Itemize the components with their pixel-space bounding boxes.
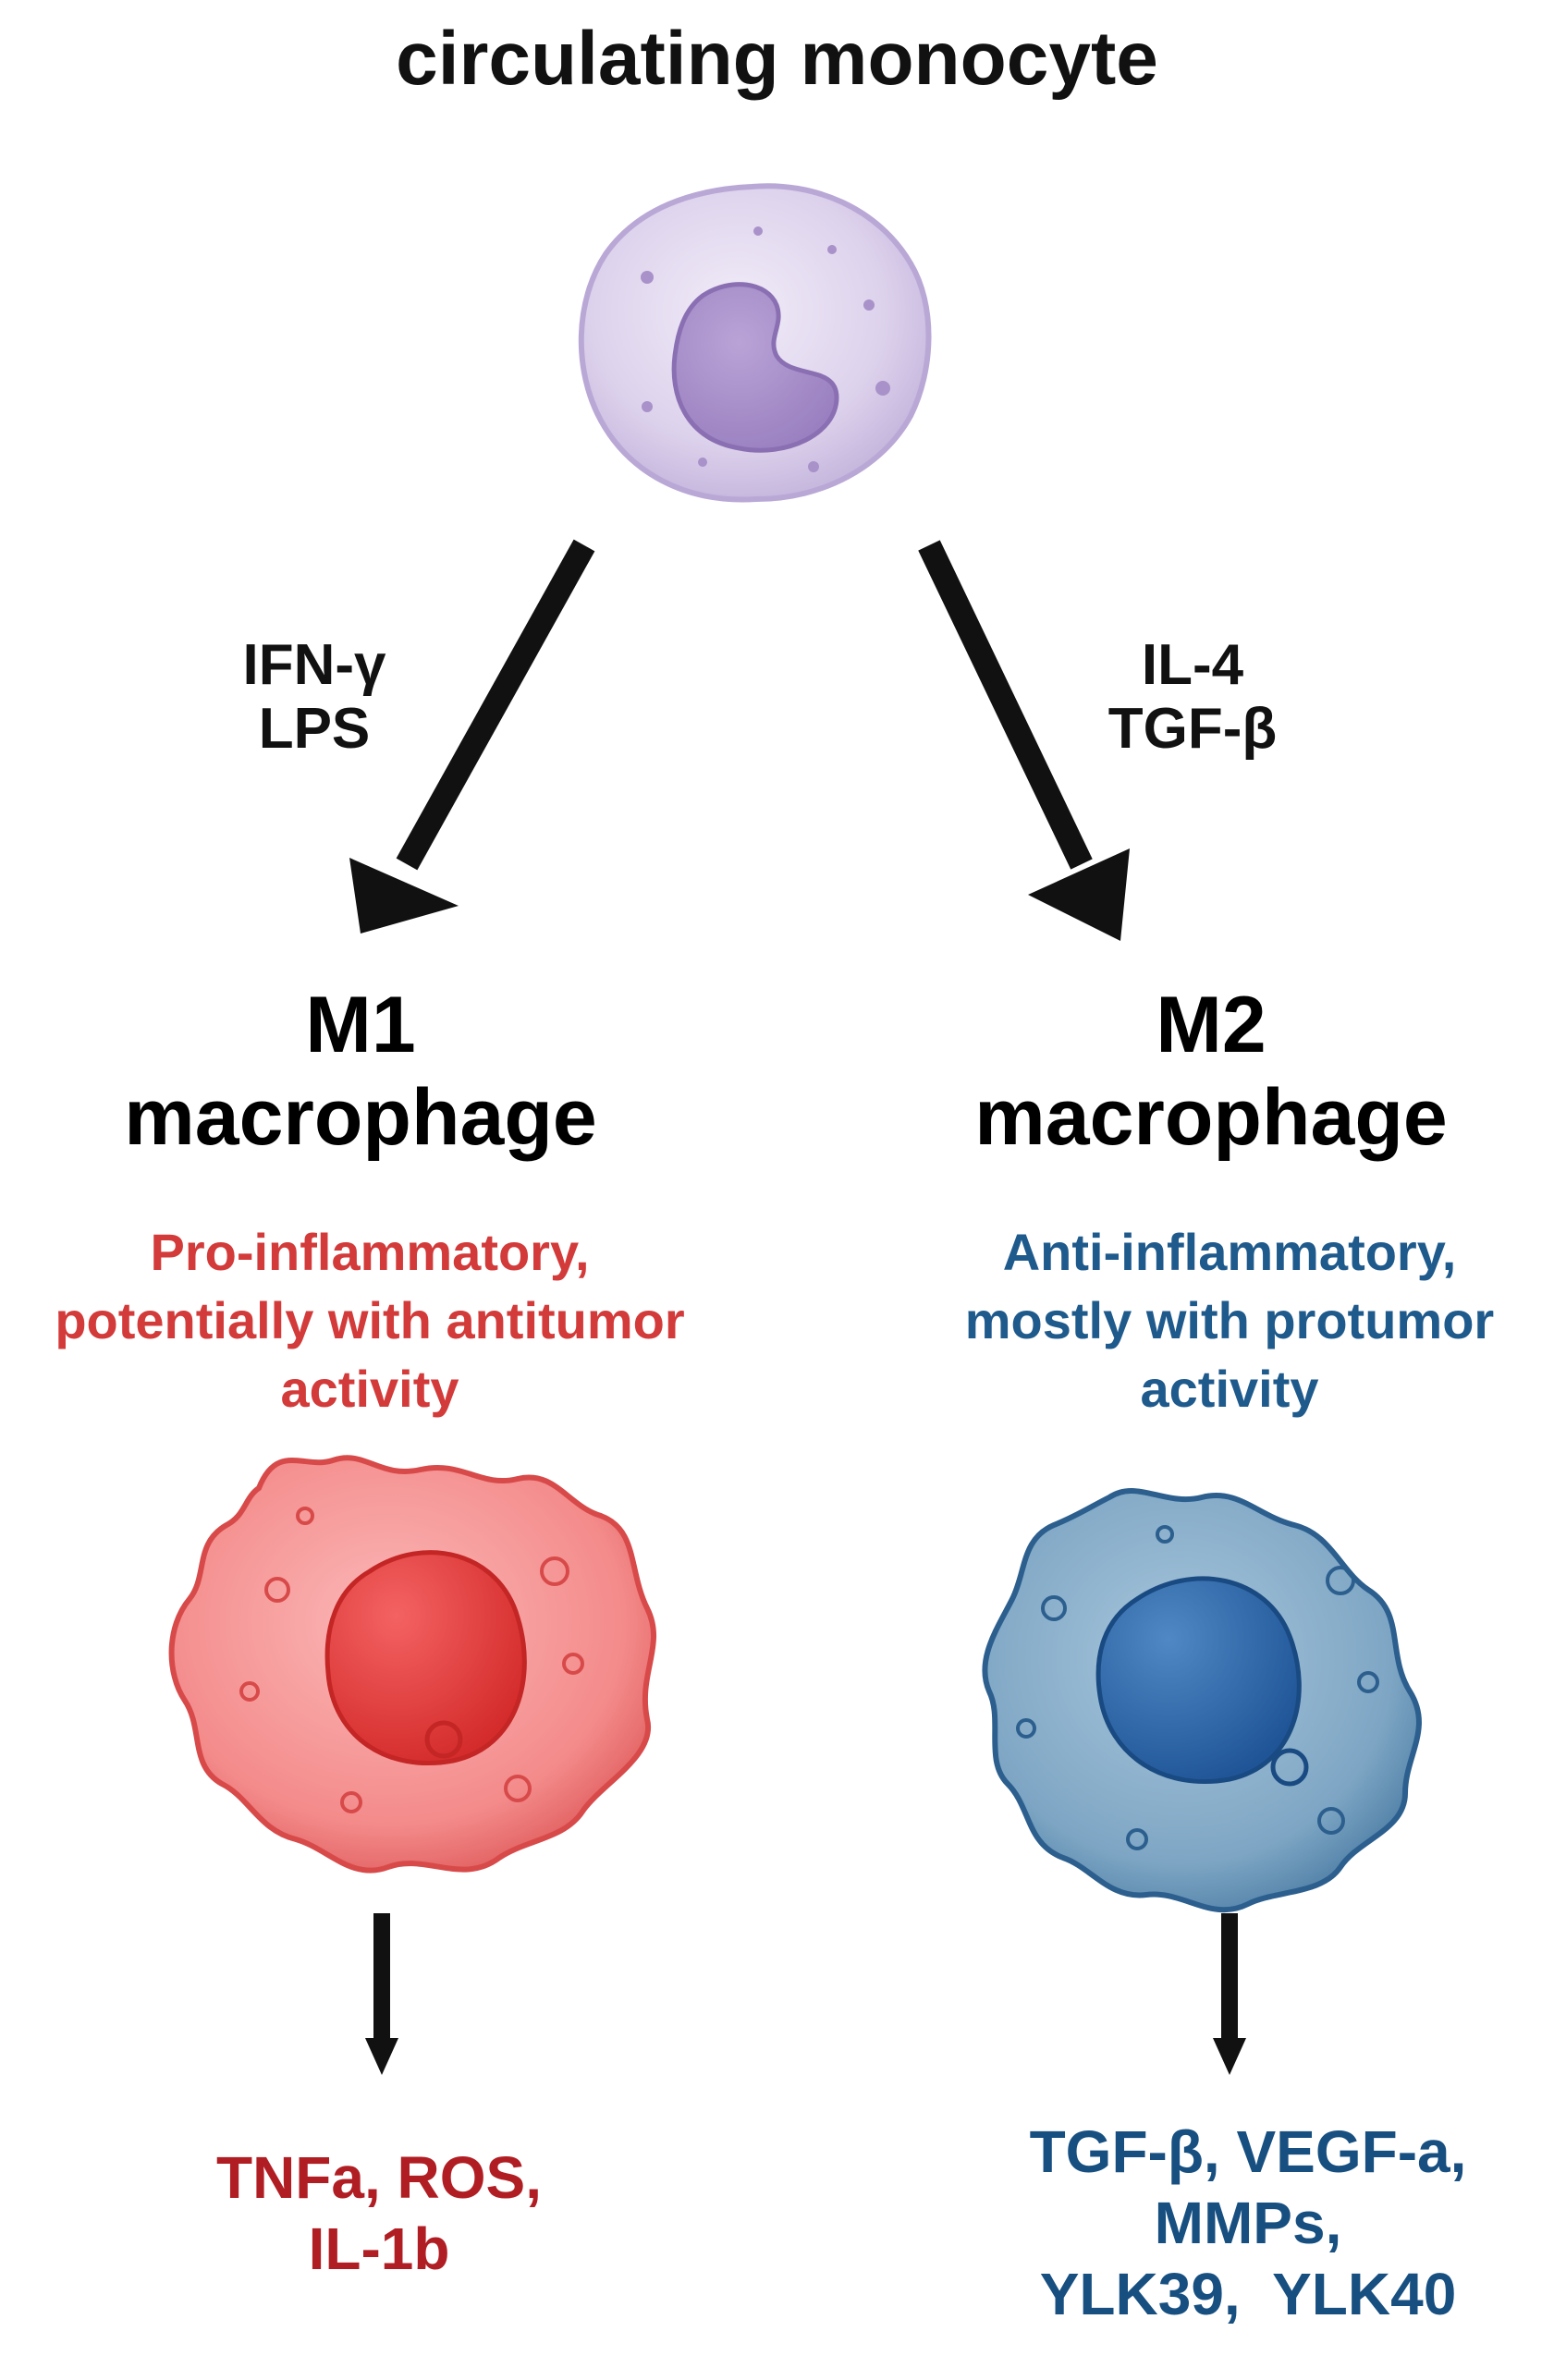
m1-description-line1: Pro-inflammatory, — [150, 1223, 590, 1281]
m2-stimulus-tgf-beta: TGF-β — [1107, 697, 1278, 762]
m2-output-arrow — [1213, 1913, 1246, 2075]
m1-output-line1: TNFa, ROS, — [215, 2144, 543, 2211]
m1-description: Pro-inflammatory, potentially with antit… — [0, 1218, 740, 1423]
m2-stimulus-il4: IL-4 — [1141, 633, 1244, 697]
m2-description: Anti-inflammatory, mostly with protumor … — [915, 1218, 1544, 1423]
m1-output-arrow — [365, 1913, 398, 2075]
m2-title-line1: M2 — [1156, 981, 1266, 1069]
m2-stimuli-labels: IL-4 TGF-β — [1072, 633, 1313, 762]
left-branch-arrow — [349, 539, 595, 934]
m2-outputs: TGF-β, VEGF-a, MMPs, YLK39, YLK40 — [961, 2117, 1535, 2329]
m1-description-line3: activity — [280, 1359, 459, 1418]
m1-output-line2: IL-1b — [308, 2215, 450, 2282]
diagram-title: circulating monocyte — [396, 17, 1158, 101]
m2-title-line2: macrophage — [974, 1072, 1448, 1162]
m1-stimulus-lps: LPS — [258, 697, 371, 762]
m1-title: M1 macrophage — [83, 980, 638, 1165]
m2-output-line2: MMPs, — [1154, 2189, 1342, 2256]
m2-description-line1: Anti-inflammatory, — [1002, 1223, 1457, 1281]
m1-macrophage-cell-icon — [168, 1455, 657, 1873]
m2-output-line1: TGF-β, VEGF-a, — [1029, 2118, 1467, 2185]
m1-stimulus-ifn-gamma: IFN-γ — [242, 633, 386, 697]
m1-title-line1: M1 — [305, 981, 416, 1069]
m2-macrophage-cell-icon — [982, 1487, 1422, 1913]
monocyte-cell-icon — [578, 183, 932, 503]
m1-stimuli-labels: IFN-γ LPS — [203, 633, 425, 762]
right-branch-arrow — [918, 540, 1130, 941]
m2-description-line2: mostly with protumor — [964, 1290, 1495, 1349]
m1-title-line2: macrophage — [124, 1072, 597, 1162]
m1-description-line2: potentially with antitumor — [55, 1290, 685, 1349]
m2-output-line3: YLK39, YLK40 — [1039, 2260, 1457, 2327]
m1-outputs: TNFa, ROS, IL-1b — [92, 2142, 666, 2285]
m2-description-line3: activity — [1140, 1359, 1319, 1418]
m2-title: M2 macrophage — [924, 980, 1498, 1165]
